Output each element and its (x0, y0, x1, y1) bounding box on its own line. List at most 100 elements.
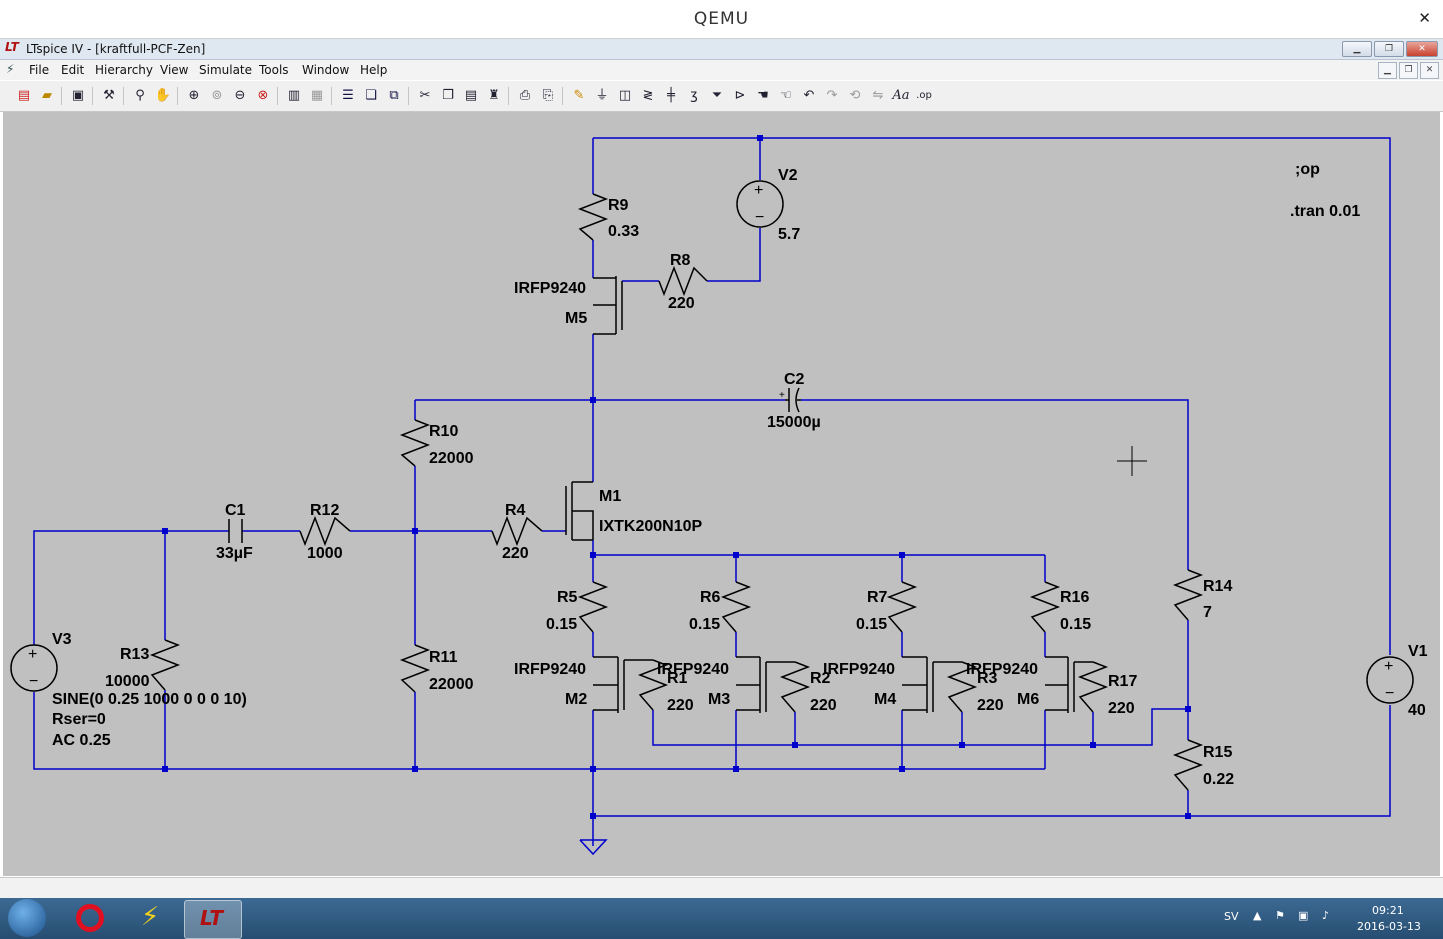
cut-icon[interactable]: ✂ (419, 88, 431, 103)
language-indicator[interactable]: SV (1224, 910, 1239, 923)
v2-symbol (736, 180, 784, 228)
tile-icon[interactable]: ☰ (342, 88, 354, 103)
ground-icon[interactable]: ⏚ (595, 88, 609, 103)
run-icon[interactable]: ⚲ (135, 88, 145, 103)
r3-symbol (946, 661, 978, 713)
network-icon[interactable]: ▣ (1298, 909, 1309, 922)
svg-text:+: + (754, 182, 763, 199)
r7-ref: R7 (867, 589, 888, 606)
menu-hierarchy[interactable]: Hierarchy (95, 63, 154, 77)
r15-symbol (1172, 739, 1204, 791)
r9-symbol (577, 193, 609, 241)
m2-symbol (593, 656, 653, 713)
diode-icon[interactable]: ⏷ (711, 88, 723, 103)
r12-value: 1000 (307, 545, 343, 562)
new-schematic-icon[interactable]: ▤ (17, 88, 31, 103)
r16-ref: R16 (1060, 589, 1089, 606)
print-icon[interactable]: ⎙ (519, 88, 531, 103)
app-window-title: LTspice IV - [kraftfull-PCF-Zen] (26, 42, 206, 56)
action-center-icon[interactable]: ⚑ (1275, 909, 1285, 922)
mdi-system-icon[interactable]: ⚡ (6, 62, 15, 76)
r10-ref: R10 (429, 423, 458, 440)
undo-icon[interactable]: ↶ (803, 88, 815, 103)
v1-value: 40 (1408, 702, 1426, 719)
control-panel-icon[interactable]: ⚒ (103, 88, 115, 103)
component-icon[interactable]: ⊳ (734, 88, 746, 103)
lightning-icon: ⚡ (141, 902, 160, 932)
clock-date[interactable]: 2016-03-13 (1357, 920, 1421, 933)
move-icon[interactable]: ☚ (757, 88, 769, 103)
opera-taskbar-button[interactable] (62, 900, 118, 937)
c2-value: 15000µ (767, 414, 821, 431)
close-window-icon[interactable]: ⧉ (389, 88, 399, 103)
waveform-icon[interactable]: ▦ (310, 88, 324, 103)
capacitor-icon[interactable]: ╪ (667, 88, 675, 103)
copy-icon[interactable]: ❐ (442, 88, 454, 103)
resistor-icon[interactable]: ≷ (642, 88, 654, 103)
minimize-button[interactable]: ▁ (1342, 41, 1372, 57)
drag-icon[interactable]: ☜ (780, 88, 792, 103)
volume-muted-icon[interactable]: ♪ (1322, 909, 1330, 922)
v3-ac: AC 0.25 (52, 732, 111, 749)
print-setup-icon[interactable]: ⎘ (542, 88, 554, 103)
mdi-minimize-button[interactable]: ▁ (1378, 62, 1397, 79)
app-title-bar: LT LTspice IV - [kraftfull-PCF-Zen] ▁ ❐ … (0, 39, 1443, 60)
r2-value: 220 (810, 697, 837, 714)
zoom-out-icon[interactable]: ⊖ (234, 88, 246, 103)
bolt-app-taskbar-button[interactable]: ⚡ (124, 900, 180, 937)
halt-icon[interactable]: ✋ (154, 88, 172, 103)
menu-view[interactable]: View (160, 63, 189, 77)
draw-wire-icon[interactable]: ✎ (573, 88, 585, 103)
close-button[interactable]: ✕ (1406, 41, 1438, 57)
m2-ref: M2 (565, 691, 587, 708)
r13-symbol (149, 639, 181, 691)
paste-icon[interactable]: ▤ (464, 88, 478, 103)
schematic-canvas[interactable]: + − + − + − + R9 0.33 V2 5.7 R8 220 IRFP… (3, 112, 1440, 876)
label-net-icon[interactable]: ◫ (618, 88, 632, 103)
mdi-restore-button[interactable]: ❐ (1399, 62, 1418, 79)
redo-icon[interactable]: ↷ (826, 88, 838, 103)
component-labels: R9 0.33 V2 5.7 R8 220 IRFP9240 M5 C2 150… (52, 161, 1428, 788)
menu-edit[interactable]: Edit (61, 63, 85, 77)
qemu-close-icon[interactable]: ✕ (1418, 9, 1431, 27)
autoscale-icon[interactable]: ▥ (287, 88, 301, 103)
v1-ref: V1 (1408, 643, 1428, 660)
mirror-icon[interactable]: ⇋ (872, 88, 884, 103)
m6-symbol (1045, 656, 1093, 713)
opera-icon (76, 904, 104, 932)
zoom-full-icon[interactable]: ⊚ (211, 88, 223, 103)
restore-button[interactable]: ❐ (1374, 41, 1404, 57)
menu-help[interactable]: Help (360, 63, 388, 77)
v2-value: 5.7 (778, 226, 800, 243)
clock-time[interactable]: 09:21 (1372, 904, 1404, 917)
spice-directive-icon[interactable]: .op (916, 90, 932, 101)
m1-ref: M1 (599, 488, 621, 505)
menu-file[interactable]: File (29, 63, 50, 77)
ltspice-taskbar-button[interactable]: LT (184, 900, 242, 939)
open-icon[interactable]: ▰ (42, 88, 52, 103)
r4-symbol (491, 515, 543, 547)
r5-value: 0.15 (546, 616, 577, 633)
ltspice-logo-icon: LT (5, 40, 19, 54)
menu-window[interactable]: Window (302, 63, 350, 77)
zoom-in-icon[interactable]: ⊕ (188, 88, 200, 103)
r6-value: 0.15 (689, 616, 720, 633)
r8-symbol (658, 265, 708, 297)
r14-value: 7 (1203, 604, 1212, 621)
text-icon[interactable]: Aa (892, 88, 910, 103)
menu-tools[interactable]: Tools (259, 63, 289, 77)
zoom-cancel-icon[interactable]: ⊗ (257, 88, 269, 103)
save-icon[interactable]: ▣ (71, 88, 85, 103)
tray-expand-icon[interactable]: ▲ (1253, 909, 1262, 922)
m4-model: IRFP9240 (823, 661, 895, 678)
inductor-icon[interactable]: ʒ (690, 88, 698, 103)
tran-directive[interactable]: .tran 0.01 (1290, 203, 1360, 220)
cascade-icon[interactable]: ❏ (365, 88, 377, 103)
rotate-icon[interactable]: ⟲ (849, 88, 861, 103)
mdi-close-button[interactable]: ✕ (1420, 62, 1439, 79)
menu-simulate[interactable]: Simulate (199, 63, 253, 77)
op-directive[interactable]: ;op (1295, 161, 1320, 178)
m5-model: IRFP9240 (514, 280, 586, 297)
find-icon[interactable]: ♜ (488, 88, 500, 103)
start-button[interactable] (8, 899, 46, 937)
